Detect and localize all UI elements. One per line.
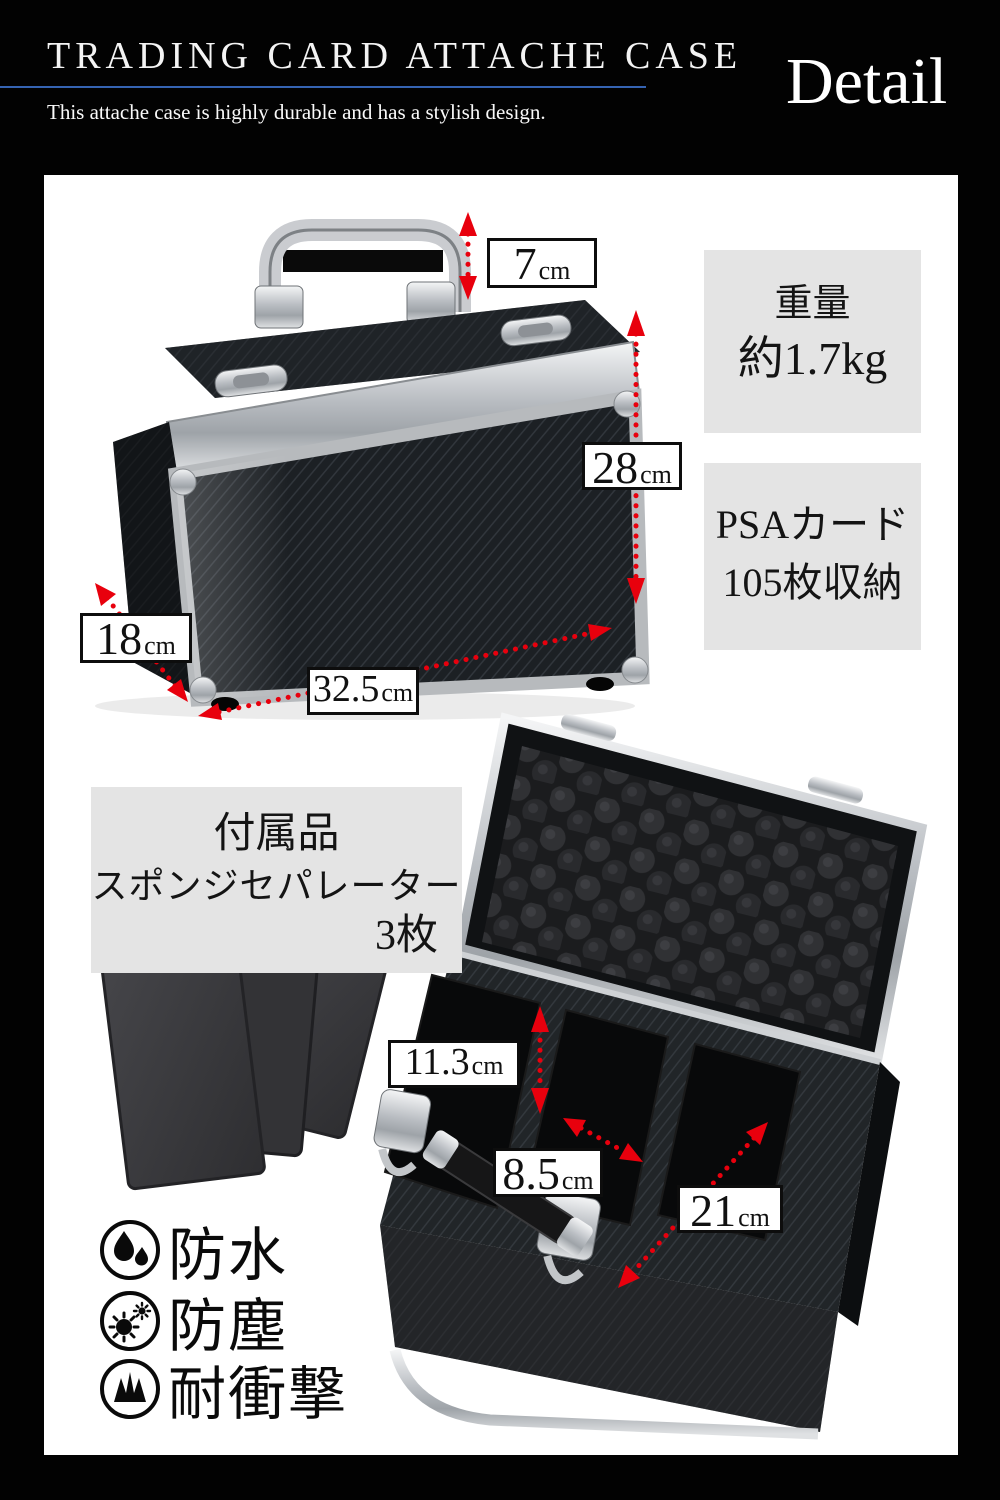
dimension-label-slot-length: 21 cm: [677, 1185, 783, 1236]
dimension-label-handle-height: 7 cm: [487, 238, 597, 288]
sponge-separators-photo: [99, 895, 397, 1191]
feature-shockproof-label: 耐衝撃: [168, 1362, 349, 1427]
slot-width-unit: cm: [561, 1166, 594, 1195]
feature-dustproof-label: 防塵: [168, 1294, 289, 1359]
dimension-label-case-width: 32.5 cm: [307, 667, 419, 715]
water-drops-icon: [100, 1220, 160, 1280]
accessory-count: 3枚: [374, 913, 438, 959]
feature-waterproof: 防水: [98, 1208, 288, 1292]
feature-dustproof: 防塵: [98, 1279, 288, 1363]
open-case-photo: [373, 712, 928, 1440]
slot-width-value: 8.5: [502, 1148, 560, 1199]
slot-length-value: 21: [690, 1185, 737, 1236]
handle-height-unit: cm: [538, 256, 571, 285]
slot-depth-unit: cm: [471, 1051, 504, 1080]
accessory-name: スポンジセパレーター: [91, 866, 462, 906]
capacity-title: PSAカード: [715, 502, 910, 547]
dimension-label-case-depth: 18 cm: [80, 613, 192, 663]
dimension-label-case-height: 28 cm: [582, 442, 682, 493]
page-title: TRADING CARD ATTACHE CASE: [47, 35, 743, 77]
detail-heading: Detail: [786, 45, 948, 118]
dimension-label-slot-depth: 11.3 cm: [388, 1040, 520, 1088]
case-height-value: 28: [592, 442, 639, 493]
weight-info-box: 重量 約1.7kg: [704, 250, 921, 433]
feature-shockproof: 耐衝撃: [98, 1347, 348, 1431]
slot-depth-value: 11.3: [404, 1041, 470, 1083]
slot-length-unit: cm: [738, 1203, 770, 1232]
case-height-unit: cm: [640, 460, 672, 489]
case-width-unit: cm: [381, 678, 414, 707]
title-underline: [0, 86, 646, 88]
impact-burst-icon: [100, 1359, 160, 1419]
dust-particles-icon: [100, 1291, 160, 1351]
dimension-label-slot-width: 8.5 cm: [493, 1148, 603, 1197]
capacity-value: 105枚収納: [722, 560, 903, 605]
accessory-title: 付属品: [213, 811, 340, 857]
accessory-box: 付属品 スポンジセパレーター 3枚: [91, 787, 462, 973]
capacity-info-box: PSAカード 105枚収納: [704, 463, 921, 650]
page-subtitle: This attache case is highly durable and …: [47, 100, 546, 124]
case-width-value: 32.5: [312, 668, 380, 710]
feature-waterproof-label: 防水: [168, 1223, 289, 1288]
handle-height-value: 7: [513, 238, 537, 289]
case-depth-unit: cm: [144, 631, 176, 660]
weight-value: 約1.7kg: [737, 333, 888, 384]
weight-title: 重量: [774, 283, 851, 325]
case-depth-value: 18: [96, 613, 143, 664]
